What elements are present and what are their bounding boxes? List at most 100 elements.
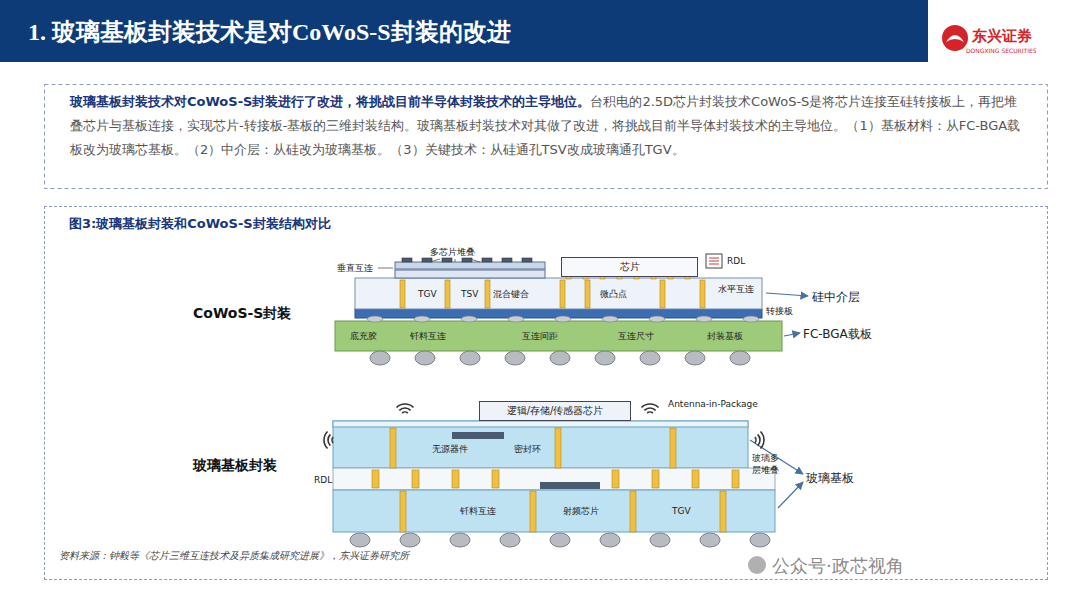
solder-ball: [450, 533, 470, 547]
leader-line: [378, 268, 393, 269]
passive-device: [452, 432, 504, 439]
package-name: CoWoS-S封装: [193, 304, 291, 322]
solder-bump: [692, 470, 699, 488]
watermark: 公众号·政芯视角: [772, 554, 904, 577]
title-bar: [0, 0, 928, 62]
antenna-wave: [324, 432, 328, 449]
rdl-lines: [709, 258, 719, 264]
stack-pad: [502, 258, 512, 262]
leader-line: [430, 259, 480, 262]
layer-label: 玻璃基板: [806, 470, 854, 486]
solder-ball: [400, 533, 420, 547]
part-label: 密封环: [514, 443, 541, 455]
part-label: 封装基板: [707, 330, 743, 342]
part-label: 互连尺寸: [618, 330, 654, 342]
lead-sentence: 玻璃基板封装技术对CoWoS-S封装进行了改进，将挑战目前半导体封装技术的主导地…: [70, 94, 590, 109]
antenna-wave: [647, 412, 653, 413]
via-bar: [660, 280, 665, 308]
stack-pad: [522, 258, 532, 262]
solder-ball: [350, 533, 370, 547]
solder-ball: [370, 351, 390, 365]
stack-pad: [462, 258, 472, 262]
antenna-wave: [644, 408, 655, 410]
summary-paragraph: 玻璃基板封装技术对CoWoS-S封装进行了改进，将挑战目前半导体封装技术的主导地…: [70, 90, 1022, 162]
glass-via: [400, 491, 406, 532]
layer-label: FC-BGA载板: [803, 326, 872, 342]
bump: [602, 316, 618, 322]
part-label: Antenna-in-Package: [668, 398, 758, 410]
package-name: 玻璃基板封装: [193, 456, 277, 474]
part-label: 多芯片堆叠: [430, 246, 475, 258]
part-label: 钎料互连: [410, 330, 446, 342]
bump: [508, 316, 524, 322]
stack-pad: [422, 258, 432, 262]
glass-via: [555, 428, 561, 468]
fc-bga-substrate: [335, 321, 782, 351]
pointer-arrow: [784, 333, 800, 336]
solder-ball: [550, 351, 570, 365]
solder-bump: [612, 470, 619, 488]
antenna-wave: [642, 404, 659, 408]
part-label: TGV: [418, 288, 437, 300]
bump: [461, 316, 477, 322]
glass-via: [630, 491, 636, 532]
source-note: 资料来源：钟毅等《芯片三维互连技术及异质集成研究进展》，东兴证券研究所: [59, 549, 409, 563]
part-label: 无源器件: [432, 443, 468, 455]
glass-via: [670, 428, 676, 468]
chip-label: 逻辑/存储/传感器芯片: [507, 404, 604, 418]
part-label: 玻璃多层堆叠: [752, 452, 780, 476]
logo-subtext: DONGXING SECURITIES: [966, 47, 1037, 55]
part-label: RDL: [727, 255, 745, 267]
logo-mark: [946, 35, 964, 42]
solder-ball: [500, 533, 520, 547]
bump: [367, 316, 383, 322]
antenna-wave: [758, 434, 760, 445]
antenna-wave: [332, 437, 333, 443]
stack-pad: [482, 258, 492, 262]
rdl-block: [706, 254, 722, 268]
glass-via: [720, 491, 726, 532]
solder-ball: [595, 351, 615, 365]
part-label: 互连间距: [522, 330, 558, 342]
chip-box: 芯片: [561, 257, 698, 277]
slide-title: 1. 玻璃基板封装技术是对CoWoS-S封装的改进: [28, 16, 511, 48]
solder-ball: [650, 533, 670, 547]
via-bar: [560, 280, 565, 308]
top-glass-layer: [333, 421, 748, 468]
solder-bump: [452, 470, 459, 488]
stack-pad: [402, 258, 412, 262]
logo-text: 东兴证券: [972, 26, 1032, 46]
solder-ball: [730, 351, 750, 365]
antenna-wave: [760, 432, 764, 449]
via-bar: [585, 280, 590, 308]
silicon-interposer: [355, 278, 762, 309]
part-label: TSV: [461, 288, 478, 300]
solder-ball: [640, 351, 660, 365]
chip-stack-layer: [395, 262, 545, 269]
solder-bump: [652, 470, 659, 488]
logo-icon: [942, 25, 968, 51]
part-label: 射频芯片: [563, 505, 599, 517]
summary-box: 玻璃基板封装技术对CoWoS-S封装进行了改进，将挑战目前半导体封装技术的主导地…: [44, 84, 1048, 188]
figure-panel: 图3:玻璃基板封装和CoWoS-S封装结构对比资料来源：钟毅等《芯片三维互连技术…: [44, 206, 1048, 580]
bump: [555, 316, 571, 322]
watermark-icon: [748, 556, 766, 574]
bump: [414, 316, 430, 322]
part-label: 垂直互连: [337, 262, 373, 274]
layer-label: 硅中介层: [812, 289, 860, 305]
part-label: 钎料互连: [460, 505, 496, 517]
bump: [649, 316, 665, 322]
part-label: 转接板: [766, 305, 793, 317]
part-label: 水平互连: [718, 283, 754, 295]
part-label: TGV: [672, 505, 691, 517]
via-bar: [700, 280, 705, 308]
rf-chip: [540, 482, 600, 489]
via-bar: [445, 280, 450, 308]
glass-via: [530, 491, 536, 532]
solder-ball: [685, 351, 705, 365]
solder-bump: [412, 470, 419, 488]
part-label: 底充胶: [350, 330, 377, 342]
